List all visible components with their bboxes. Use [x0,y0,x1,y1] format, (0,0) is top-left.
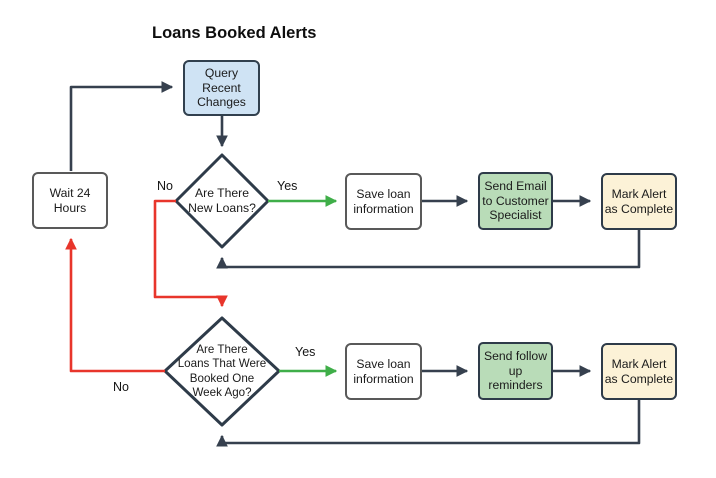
edge-mark2-return-to-decision2 [216,399,641,447]
node-wait-24-hours[interactable]: Wait 24 Hours [32,172,108,229]
edge-label-yes-2: Yes [295,345,316,359]
edge-label-no-2: No [113,380,129,394]
node-send-email-to-customer-specialist[interactable]: Send Email to Customer Specialist [478,172,553,230]
edge-no-decision2-to-wait [65,237,165,373]
node-mark-alert-as-complete-2[interactable]: Mark Alert as Complete [601,343,677,400]
edge-no-decision1-to-decision2 [153,199,228,308]
decision-diamond-week-ago[interactable] [163,316,281,427]
decision-diamond-new-loans[interactable] [174,153,270,249]
node-save-loan-information-1[interactable]: Save loan information [345,173,422,230]
edge-label-no-1: No [157,179,173,193]
node-query-recent-changes[interactable]: Query Recent Changes [183,60,260,116]
node-mark-alert-as-complete-1[interactable]: Mark Alert as Complete [601,173,677,230]
edge-label-yes-1: Yes [277,179,298,193]
edge-wait-to-query [69,81,174,171]
node-send-follow-up-reminders[interactable]: Send follow up reminders [478,342,553,400]
edge-mark1-return-to-decision1 [216,229,641,269]
page-title: Loans Booked Alerts [152,24,317,42]
node-save-loan-information-2[interactable]: Save loan information [345,343,422,400]
